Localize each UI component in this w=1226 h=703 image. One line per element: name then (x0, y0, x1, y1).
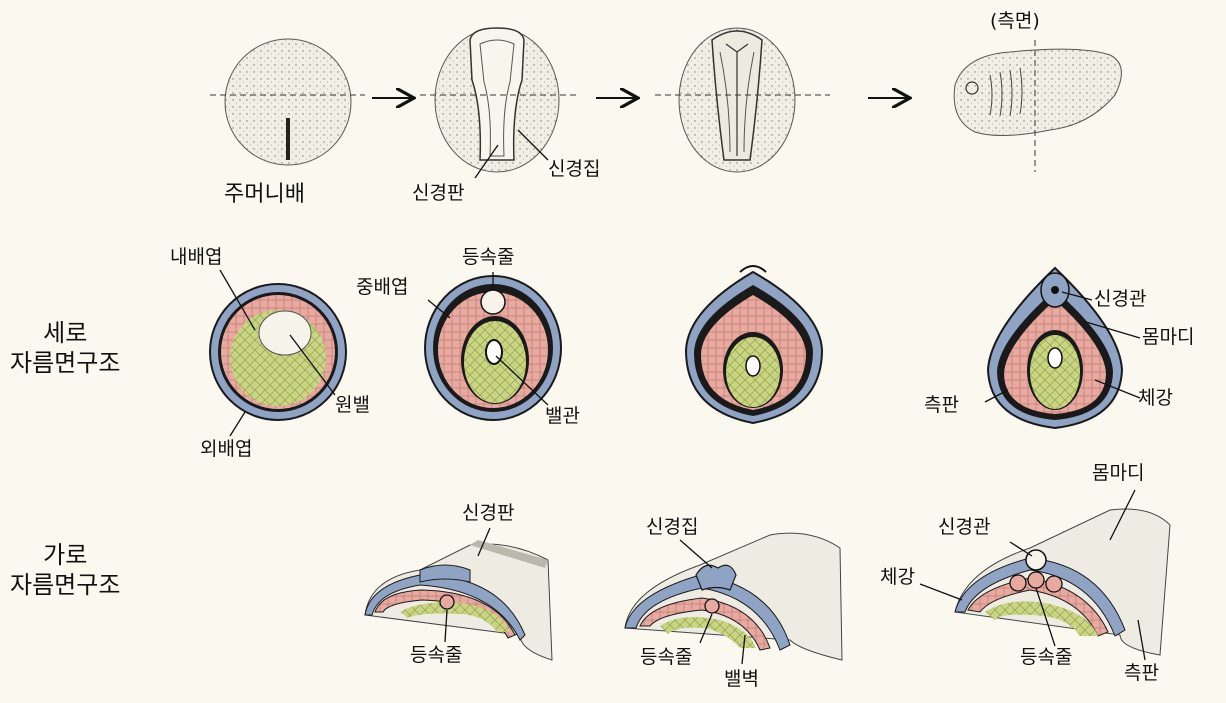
label-lateral-plate-bottom: 측판 (1124, 664, 1159, 683)
blastula-section (210, 284, 346, 420)
label-gut-wall: 밸벽 (724, 670, 759, 689)
label-neural-plate-bottom: 신경판 (462, 504, 514, 523)
row-label-line1: 가로 (10, 540, 120, 570)
neural-plate-embryo (435, 28, 559, 172)
row-label-line1: 세로 (10, 318, 120, 348)
label-top-neural-plate: 신경판 (412, 184, 464, 203)
leader-line (920, 584, 962, 600)
leader-line (680, 540, 712, 568)
side-view-embryo (954, 49, 1121, 135)
label-somite-bottom: 몸마디 (1092, 464, 1144, 483)
neural-fold-embryo (679, 28, 795, 172)
label-neural-tube-mid: 신경관 (1094, 290, 1146, 309)
label-lateral-plate-mid: 측판 (924, 396, 959, 415)
label-mesoderm: 중배엽 (356, 278, 408, 297)
label-notochord-bottom3: 등속줄 (1020, 648, 1072, 667)
label-top-neural-fold: 신경집 (548, 160, 600, 179)
label-gut: 밸관 (545, 407, 580, 426)
label-side-view: (측면) (990, 12, 1040, 31)
label-notochord-bottom2: 등속줄 (640, 648, 692, 667)
row-label-line2: 자름면구조 (10, 348, 120, 378)
label-notochord-mid: 등속줄 (462, 248, 514, 267)
label-ectoderm: 외배엽 (200, 440, 252, 459)
label-coelom-bottom: 체강 (880, 568, 915, 587)
row-label-line2: 자름면구조 (10, 570, 120, 600)
label-archenteron: 원밸 (335, 396, 370, 415)
label-neural-tube-bottom: 신경관 (938, 518, 990, 537)
label-notochord-bottom1: 등속줄 (410, 646, 462, 665)
row-label-longitudinal: 세로 자름면구조 (10, 318, 120, 378)
row-label-transverse: 가로 자름면구조 (10, 540, 120, 600)
label-coelom-mid: 체강 (1138, 389, 1173, 408)
label-blastula: 주머니배 (224, 184, 305, 206)
label-neural-fold-bottom: 신경집 (646, 518, 698, 537)
label-endoderm: 내배엽 (170, 248, 222, 267)
leader-line (230, 412, 245, 436)
blastula-embryo (225, 39, 351, 165)
label-somite-mid: 몸마디 (1142, 328, 1194, 347)
neural-plate-block (365, 540, 552, 660)
neural-fold-block (625, 533, 842, 660)
neurula-section (686, 266, 822, 423)
